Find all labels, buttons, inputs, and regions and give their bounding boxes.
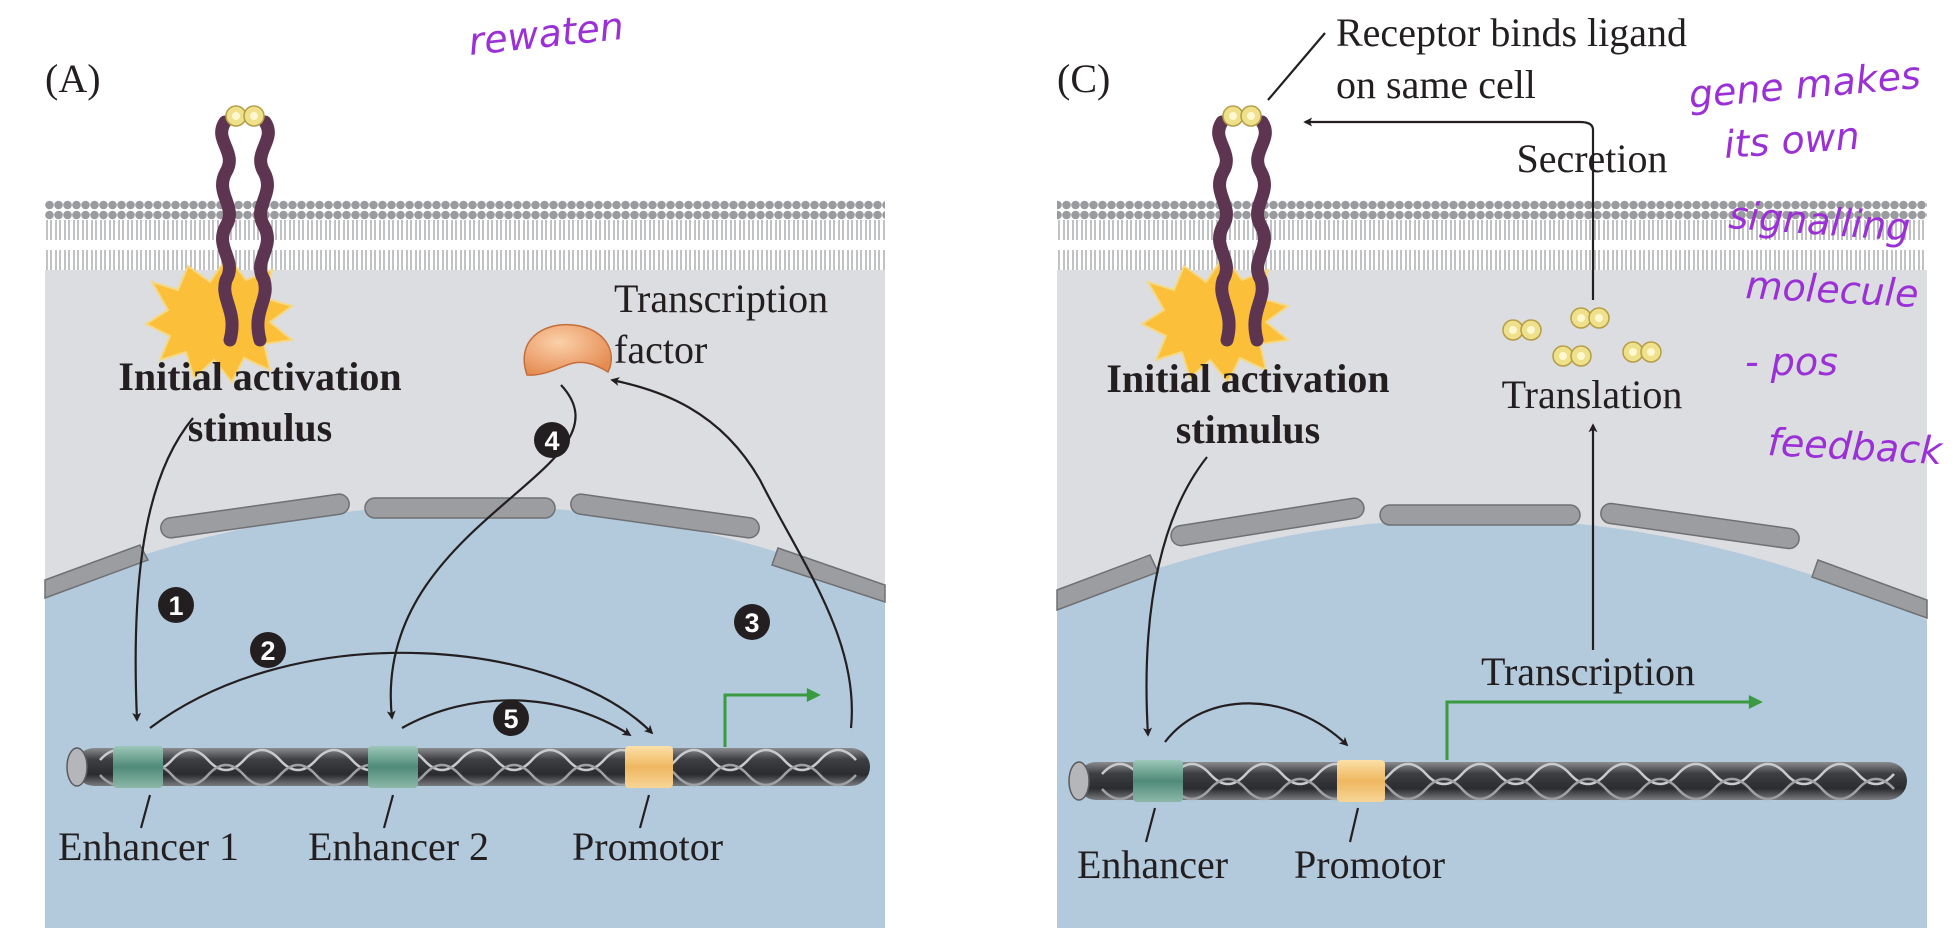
step-markers: 1 2 3 4 5 [158,422,770,736]
handwritten-note-top: rewaten [466,4,625,64]
step-4-badge: 4 [534,422,570,458]
transcription-label: Transcription [1481,649,1695,694]
nucleus-c [1057,518,1927,928]
step-3-number: 3 [744,608,759,638]
cell-membrane-c [1057,200,1927,270]
panel-c-label: (C) [1057,56,1110,101]
handwritten-note-line5: - pos [1745,340,1838,384]
promoter-label-a: Promotor [572,824,723,869]
promoter-label-c: Promotor [1294,842,1445,887]
dna-a [66,746,870,788]
handwritten-note-line2: its own [1723,114,1861,167]
stimulus-label-a-line1: Initial activation [118,354,401,399]
receptor-label-line1: Receptor binds ligand [1336,10,1687,55]
step-5-badge: 5 [493,700,529,736]
step-5-number: 5 [503,704,518,734]
step-4-number: 4 [544,426,559,456]
cell-membrane-a [45,200,885,270]
step-1-badge: 1 [158,587,194,623]
transcription-factor-icon [523,323,613,376]
handwritten-note-line4: molecule [1745,263,1920,316]
nucleus-a [45,505,885,928]
step-2-badge: 2 [250,632,286,668]
enhancer-1-label: Enhancer 1 [58,824,239,869]
arrows-c [1143,32,1598,843]
arrows-a [132,377,853,829]
enhancer-label-c: Enhancer [1077,842,1228,887]
transcription-start-arrow-c [1445,695,1763,760]
step-2-number: 2 [260,636,275,666]
stimulus-label-c-line2: stimulus [1176,407,1321,452]
promoter-region-c [1337,760,1385,802]
panel-c: (C) Receptor binds ligand on same cell S… [1056,10,1928,928]
dna-c [1068,760,1907,802]
handwritten-note-line6: feedback [1767,420,1946,473]
step-3-badge: 3 [734,604,770,640]
transcription-start-arrow-a [723,688,821,747]
promoter-region-a [625,746,673,788]
enhancer-region-c [1133,760,1183,802]
enhancer-2-label: Enhancer 2 [308,824,489,869]
translation-label: Translation [1502,372,1683,417]
panel-a: 1 2 3 4 5 (A) Initial activation stimulu… [44,56,886,928]
stimulus-label-c-line1: Initial activation [1106,356,1389,401]
transcription-factor-label-line2: factor [614,327,707,372]
nuclear-envelope-c [1056,497,1928,620]
panel-a-label: (A) [45,56,101,101]
enhancer-2-region [368,746,418,788]
enhancer-1-region [113,746,163,788]
receptor-icon [1212,115,1272,347]
ligand-icon [1222,105,1262,127]
step-1-number: 1 [168,591,183,621]
handwritten-note-line1: gene makes [1687,53,1922,117]
receptor-icon [215,115,275,347]
secretion-label: Secretion [1516,136,1667,181]
nuclear-envelope-a [44,493,886,604]
ligand-icon [225,105,265,127]
receptor-label-line2: on same cell [1336,62,1536,107]
transcription-factor-label-line1: Transcription [614,276,828,321]
stimulus-label-a-line2: stimulus [188,405,333,450]
